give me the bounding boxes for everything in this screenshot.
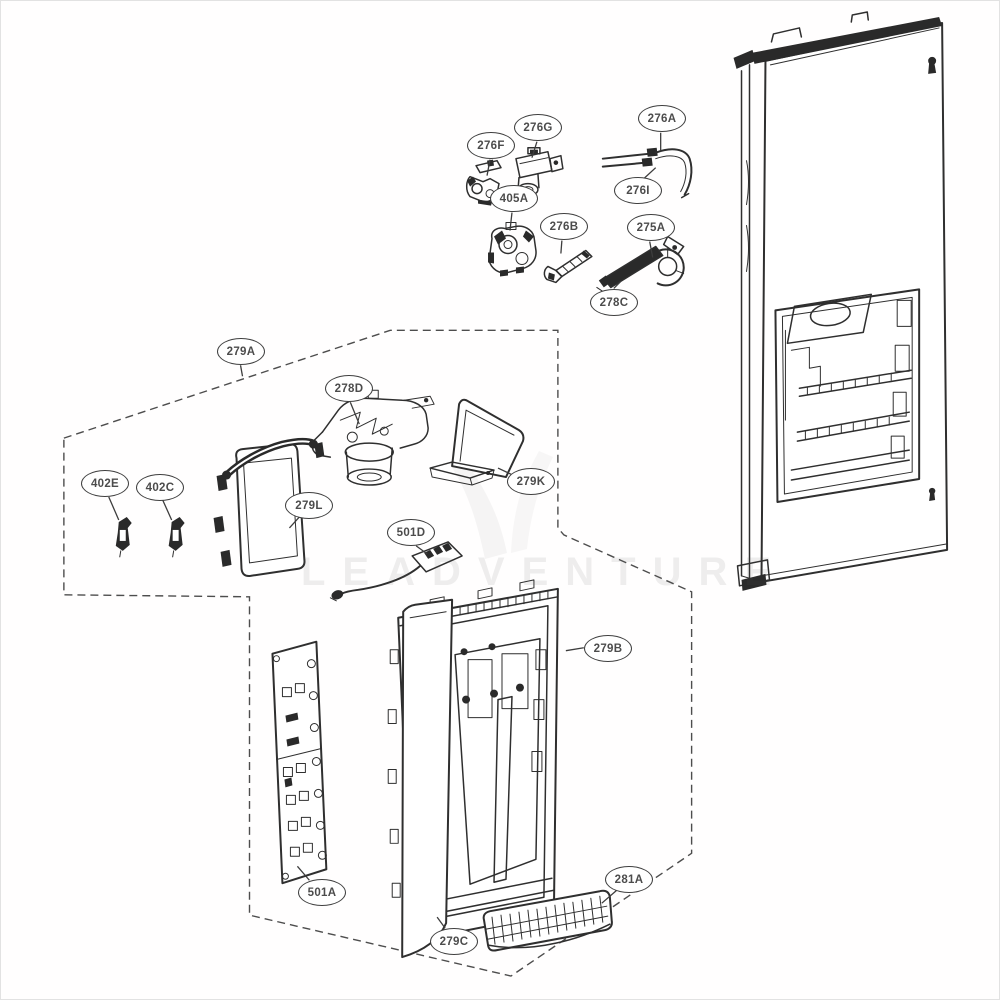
part-278D-drawing xyxy=(311,389,435,486)
callout-275A[interactable]: 275A xyxy=(627,214,675,241)
part-402C-drawing xyxy=(168,516,185,558)
part-276A-drawing xyxy=(601,147,693,199)
part-281A-tray-drawing xyxy=(482,889,613,952)
part-279L-drawing xyxy=(213,437,318,577)
part-501D-drawing xyxy=(329,541,463,602)
callout-501A[interactable]: 501A xyxy=(298,879,346,906)
part-279K-drawing xyxy=(429,398,525,486)
callout-279A[interactable]: 279A xyxy=(217,338,265,365)
part-402E-drawing xyxy=(115,516,132,558)
callout-279B[interactable]: 279B xyxy=(584,635,632,662)
dashed-boundary-outline xyxy=(63,329,693,977)
part-279C-cover-drawing xyxy=(401,598,454,959)
part-276B-drawing xyxy=(543,249,593,284)
screw-icon xyxy=(928,487,936,501)
callout-276G[interactable]: 276G xyxy=(514,114,562,141)
callout-279C[interactable]: 279C xyxy=(430,928,478,955)
leader-lines xyxy=(108,132,662,929)
callout-405A[interactable]: 405A xyxy=(490,185,538,212)
callout-278D[interactable]: 278D xyxy=(325,375,373,402)
part-501A-display-drawing xyxy=(271,640,328,885)
callout-281A[interactable]: 281A xyxy=(605,866,653,893)
callout-402E[interactable]: 402E xyxy=(81,470,129,497)
callout-278C[interactable]: 278C xyxy=(590,289,638,316)
part-405A-drawing xyxy=(488,222,537,277)
callout-276F[interactable]: 276F xyxy=(467,132,515,159)
keyhole-icon xyxy=(928,56,937,74)
watermark-text: LEADVENTURE xyxy=(301,550,789,594)
door-panel-drawing xyxy=(733,11,949,591)
callout-276A[interactable]: 276A xyxy=(638,105,686,132)
part-275A-drawing xyxy=(596,235,685,292)
callout-501D[interactable]: 501D xyxy=(387,519,435,546)
callout-276I[interactable]: 276I xyxy=(614,177,662,204)
callout-276B[interactable]: 276B xyxy=(540,213,588,240)
callout-279K[interactable]: 279K xyxy=(507,468,555,495)
callout-279L[interactable]: 279L xyxy=(285,492,333,519)
callout-402C[interactable]: 402C xyxy=(136,474,184,501)
